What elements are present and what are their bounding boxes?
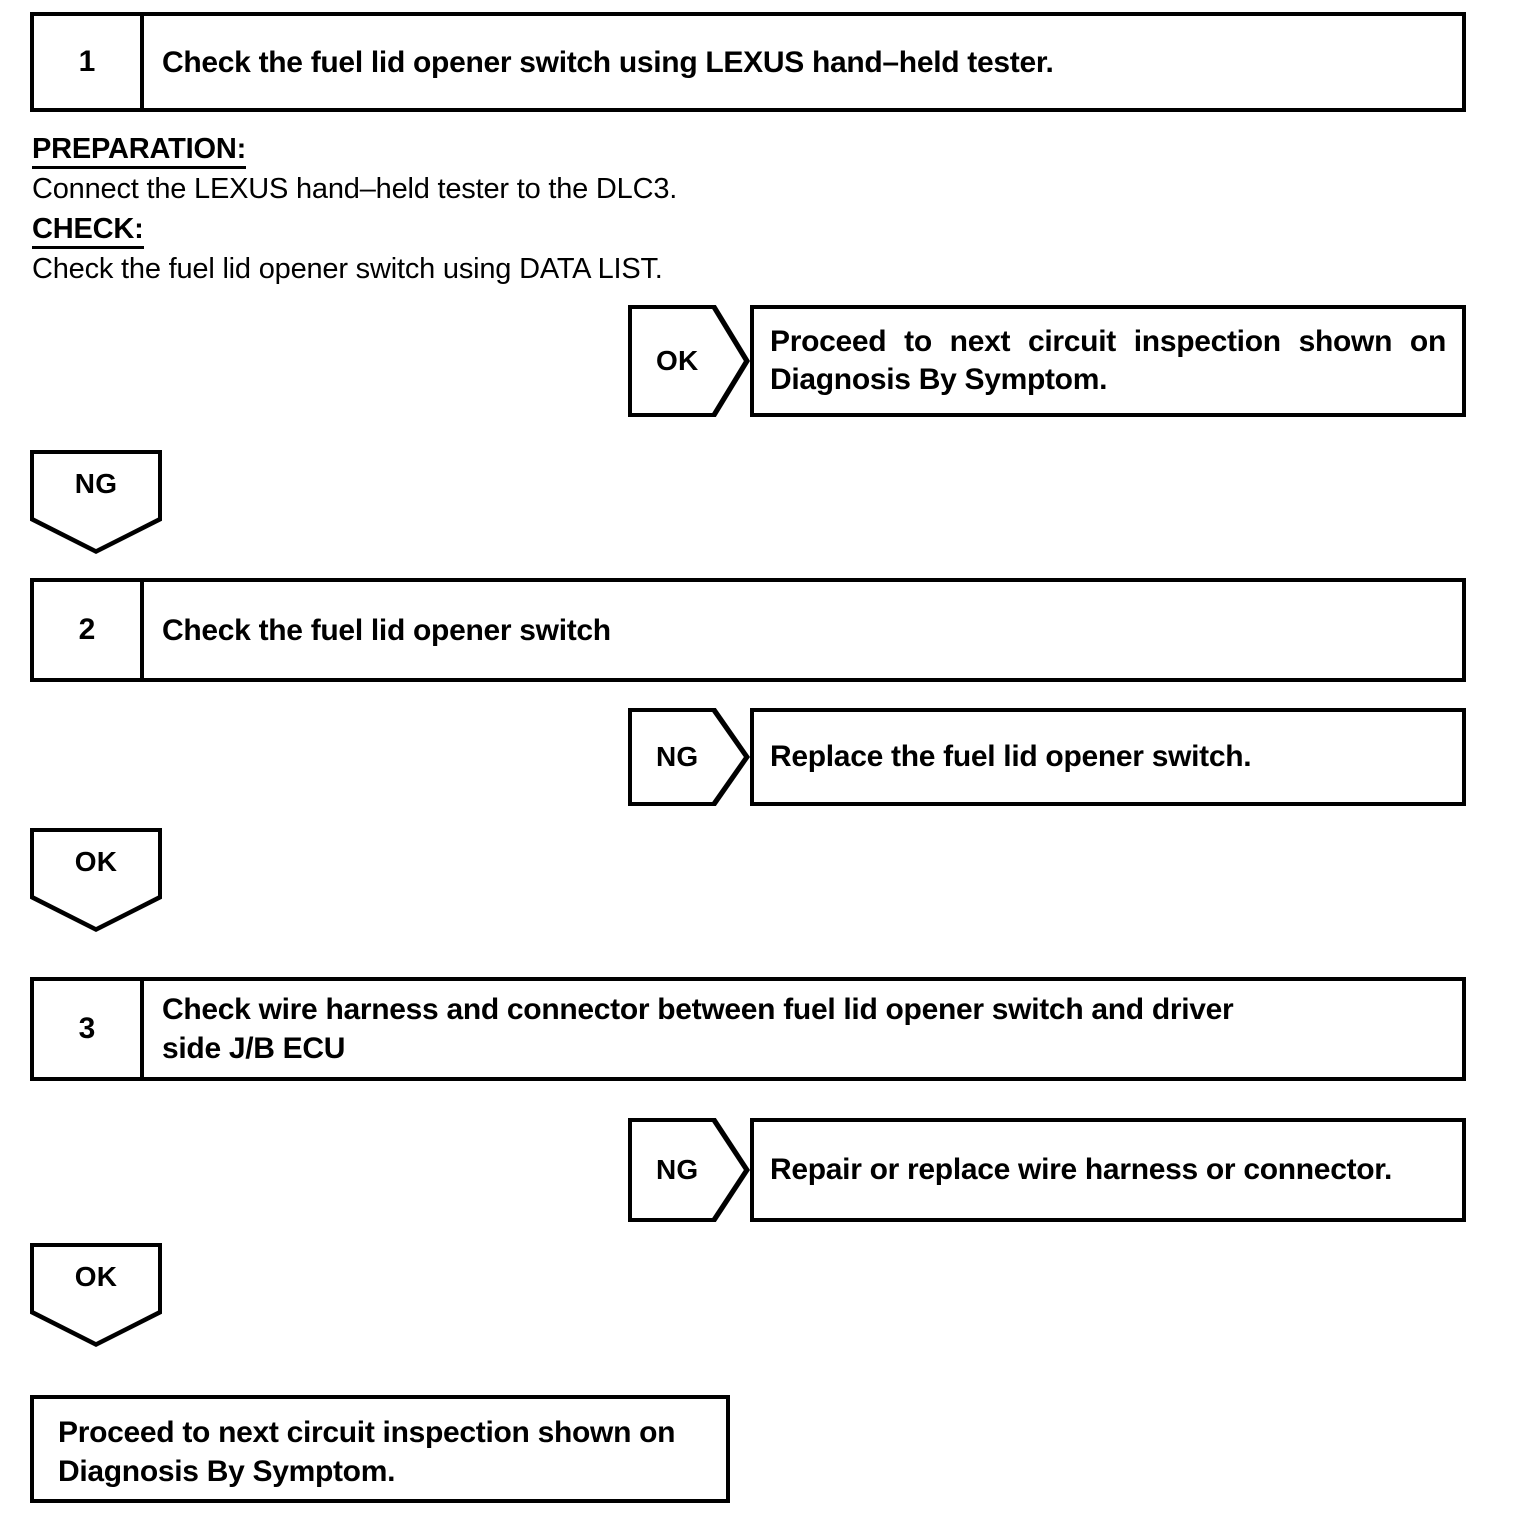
preparation-heading-wrap: PREPARATION: [32, 133, 1032, 170]
ok-arrow-2-label: OK [74, 846, 118, 877]
check-heading-wrap: CHECK: [32, 213, 1032, 250]
preparation-check-block: PREPARATION: Connect the LEXUS hand–held… [32, 133, 1032, 293]
check-body: Check the fuel lid opener switch using D… [32, 253, 663, 286]
branch-ok-1-result-line2: Diagnosis By Symptom. [770, 363, 1108, 396]
step-1-box: 1 Check the fuel lid opener switch using… [30, 12, 1466, 112]
check-heading: CHECK: [32, 213, 144, 250]
branch-ng-2-row: NG Replace the fuel lid opener switch. [628, 708, 1466, 806]
branch-ng-3-result-box: Repair or replace wire harness or connec… [750, 1118, 1466, 1222]
branch-ok-1-result-line1: Proceed to next circuit inspection shown… [770, 324, 1446, 358]
ok-arrow-1-label: OK [656, 345, 699, 376]
ok-arrow-1: OK [628, 305, 750, 417]
branch-ok-1-result-text: Proceed to next circuit inspection shown… [770, 323, 1446, 400]
step-2-title-text: Check the fuel lid opener switch [162, 613, 611, 647]
step-1-title-text: Check the fuel lid opener switch using L… [162, 45, 1054, 79]
branch-ng-2-result-text: Replace the fuel lid opener switch. [770, 739, 1252, 773]
branch-ng-2-result-box: Replace the fuel lid opener switch. [750, 708, 1466, 806]
step-1-number: 1 [34, 16, 144, 108]
ok-arrow-2: OK [30, 828, 162, 932]
branch-ng-3-row: NG Repair or replace wire harness or con… [628, 1118, 1466, 1222]
ng-arrow-3-label: NG [656, 1154, 699, 1185]
step-3-number: 3 [34, 981, 144, 1077]
final-result-box: Proceed to next circuit inspection shown… [30, 1395, 730, 1503]
branch-ng-3-result-text: Repair or replace wire harness or connec… [770, 1152, 1393, 1186]
ng-arrow-1: NG [30, 450, 162, 554]
step-3-title-text: Check wire harness and connector between… [162, 993, 1234, 1065]
ng-arrow-2-label: NG [656, 741, 699, 772]
ok-arrow-3: OK [30, 1243, 162, 1347]
step-3-box: 3 Check wire harness and connector betwe… [30, 977, 1466, 1081]
branch-ok-1-result-box: Proceed to next circuit inspection shown… [750, 305, 1466, 417]
ng-arrow-3: NG [628, 1118, 750, 1222]
branch-ok-1-row: OK Proceed to next circuit inspection sh… [628, 305, 1466, 417]
step-2-box: 2 Check the fuel lid opener switch [30, 578, 1466, 682]
preparation-body: Connect the LEXUS hand–held tester to th… [32, 173, 678, 206]
final-result-text: Proceed to next circuit inspection shown… [58, 1416, 676, 1488]
ng-arrow-2: NG [628, 708, 750, 806]
step-1-title: Check the fuel lid opener switch using L… [144, 16, 1462, 108]
ng-arrow-1-label: NG [74, 468, 118, 499]
step-2-number: 2 [34, 582, 144, 678]
step-3-title: Check wire harness and connector between… [144, 981, 1462, 1077]
preparation-heading: PREPARATION: [32, 133, 246, 170]
ok-arrow-3-label: OK [74, 1261, 118, 1292]
step-2-title: Check the fuel lid opener switch [144, 582, 1462, 678]
